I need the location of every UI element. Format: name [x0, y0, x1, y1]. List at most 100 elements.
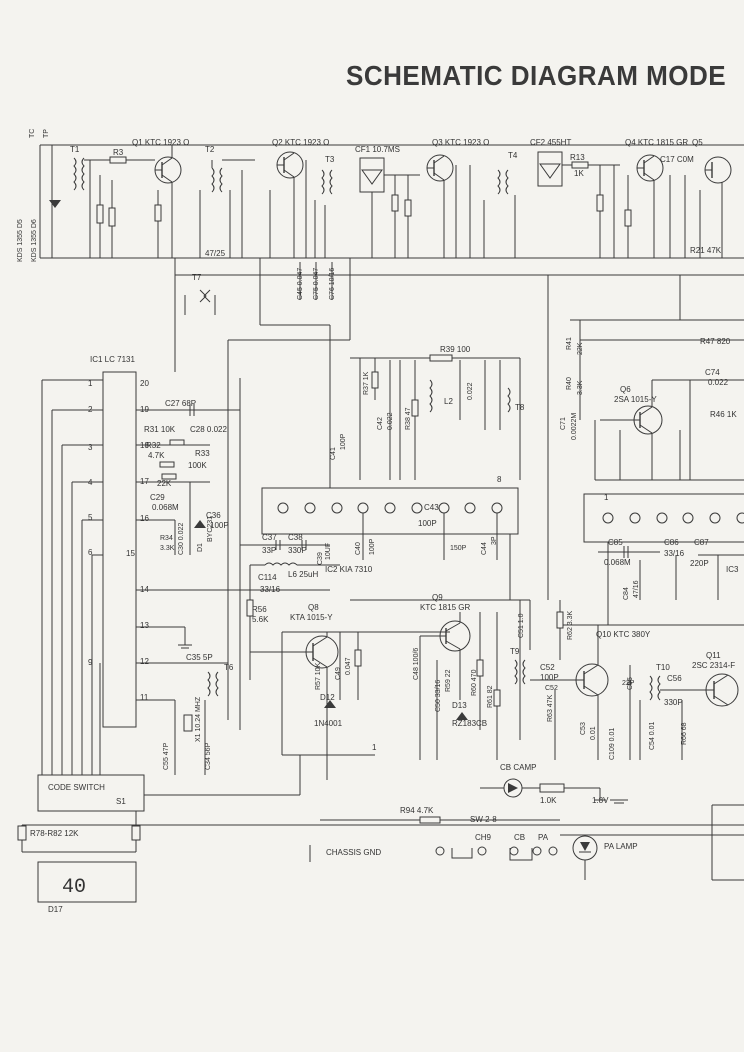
- c71-value: 0.0022M: [571, 413, 578, 440]
- c44-label: C44: [481, 542, 488, 555]
- d1-symbol: [194, 520, 206, 528]
- r3-label: R3: [113, 148, 124, 157]
- chassis-gnd-label: CHASSIS GND: [326, 848, 381, 857]
- c17-label: C17 C0M: [660, 155, 694, 164]
- r21-label: R21 47K: [690, 246, 722, 255]
- svg-text:15: 15: [126, 549, 135, 558]
- c114-value: 33/16: [260, 585, 281, 594]
- t3-label: T3: [325, 155, 335, 164]
- ch9-label: CH9: [475, 833, 492, 842]
- c40-label: C40: [355, 542, 362, 555]
- r39-label: R39 100: [440, 345, 471, 354]
- svg-text:0.01: 0.01: [590, 726, 597, 740]
- svg-text:22P: 22P: [622, 680, 635, 687]
- c55-label: C55 47P: [163, 742, 170, 770]
- sw-contact-1: [451, 848, 473, 859]
- c39-label: C39: [317, 552, 324, 565]
- t10-label: T10: [656, 663, 670, 672]
- svg-text:C30 0.022: C30 0.022: [178, 523, 185, 555]
- c35-label: C35 5P: [186, 653, 213, 662]
- q9-label: Q9: [432, 593, 443, 602]
- page-title: SCHEMATIC DIAGRAM MODE: [346, 60, 727, 91]
- cf2-label: CF2 455HT: [530, 138, 571, 147]
- cb-camp-resistor: 1.0K: [540, 796, 557, 805]
- sw-label: SW 2-8: [470, 815, 497, 824]
- bottom-block: CB CAMP 1.0K 1.8V R94 4.7K SW 2-8 CH9 CB…: [309, 763, 744, 881]
- c36-value: 100P: [210, 521, 229, 530]
- svg-text:12: 12: [140, 657, 149, 666]
- l2-label: L2: [444, 397, 453, 406]
- svg-text:3: 3: [88, 443, 93, 452]
- svg-text:R66 68: R66 68: [681, 722, 688, 745]
- diode-label-d6: KDS 1355 D6: [31, 219, 38, 262]
- c74-label: C74: [705, 368, 720, 377]
- cap-47-25: 47/25: [205, 249, 226, 258]
- q1-label: Q1 KTC 1923 O: [132, 138, 189, 147]
- r40-value: 3.3K: [577, 380, 584, 395]
- tp-label: TP: [43, 129, 50, 138]
- rf-stage: T1 R3 Q1 KTC 1923 O T2 47/25 Q2 KTC 1923…: [70, 138, 329, 258]
- q11-part: 2SC 2314-F: [692, 661, 735, 670]
- svg-text:3.3K: 3.3K: [160, 545, 175, 552]
- code-switch-box: [37, 774, 145, 812]
- d13-label: D13: [452, 701, 467, 710]
- channel-display-value: 40: [62, 876, 86, 899]
- r32-label: R32: [146, 441, 161, 450]
- cb-label: CB: [514, 833, 525, 842]
- d1-label: D1: [197, 543, 204, 552]
- c37-label: C37: [262, 533, 277, 542]
- r41-label: R41: [566, 337, 573, 350]
- c56-label: C56: [667, 674, 682, 683]
- r22-value: 22K: [157, 479, 172, 488]
- c86-label: C86: [664, 538, 679, 547]
- ic1-label: IC1 LC 7131: [90, 355, 135, 364]
- q3-label: Q3 KTC 1923 O: [432, 138, 489, 147]
- pa-lamp-label: PA LAMP: [604, 842, 638, 851]
- c52-value: 100P: [540, 673, 559, 682]
- c41-label: C41: [330, 447, 337, 460]
- x1-label: X1 10.24 MHZ: [195, 696, 202, 742]
- svg-text:C48 100/6: C48 100/6: [413, 648, 420, 680]
- c27-label: C27 68P: [165, 399, 196, 408]
- c42-label: C42: [377, 417, 384, 430]
- svg-text:C76 10/16: C76 10/16: [329, 268, 336, 300]
- r41-value: 22K: [577, 342, 584, 355]
- t4-label: T4: [508, 151, 518, 160]
- svg-text:R63 47K: R63 47K: [547, 694, 554, 722]
- vco-block: C35 5P T6 X1 10.24 MHZ C55 47P C34 56P: [163, 627, 234, 775]
- c85-value: 0.068M: [604, 558, 631, 567]
- c37-value: 33P: [262, 546, 276, 555]
- r47-label: R47 820: [700, 337, 731, 346]
- r34-label: R34: [160, 535, 173, 542]
- r40-label: R40: [566, 377, 573, 390]
- t9-label: T9: [510, 647, 520, 656]
- t6-label: T6: [224, 663, 234, 672]
- c49-label: C49: [335, 667, 342, 680]
- t7-label: T7: [192, 273, 202, 282]
- c84-value: 47/16: [633, 580, 640, 598]
- if-stage: T3 CF1 10.7MS Q3 KTC 1923 O T4 CF2 455HT: [314, 138, 732, 258]
- t2-label: T2: [205, 145, 215, 154]
- r78-r82-label: R78-R82 12K: [30, 829, 79, 838]
- c56-value: 330P: [664, 698, 683, 707]
- ic2-block: R39 100 R37 1K R38 47 L2 0.022 T8 C41 10…: [240, 345, 530, 601]
- c74-value: 0.022: [708, 378, 729, 387]
- q2-label: Q2 KTC 1923 O: [272, 138, 329, 147]
- svg-text:C75 0.047: C75 0.047: [313, 268, 320, 300]
- r94-label: R94 4.7K: [400, 806, 434, 815]
- svg-text:C45 0.047: C45 0.047: [297, 268, 304, 300]
- q11-label: Q11: [706, 651, 721, 660]
- c39-value: 10UF: [325, 543, 332, 560]
- svg-text:R61 82: R61 82: [487, 685, 494, 708]
- svg-text:20: 20: [140, 379, 149, 388]
- q8-label: Q8: [308, 603, 319, 612]
- q4-label: Q4 KTC 1815 GR: [625, 138, 688, 147]
- svg-text:5: 5: [88, 513, 93, 522]
- r33-label: R33: [195, 449, 210, 458]
- c114-label: C114: [258, 573, 277, 582]
- ic3-block: 1 C85 0.068M C86 33/16 C87 220P C84 47/1…: [560, 493, 744, 639]
- l2-coil: [429, 379, 433, 413]
- svg-text:C52: C52: [545, 685, 558, 692]
- pa-label: PA: [538, 833, 549, 842]
